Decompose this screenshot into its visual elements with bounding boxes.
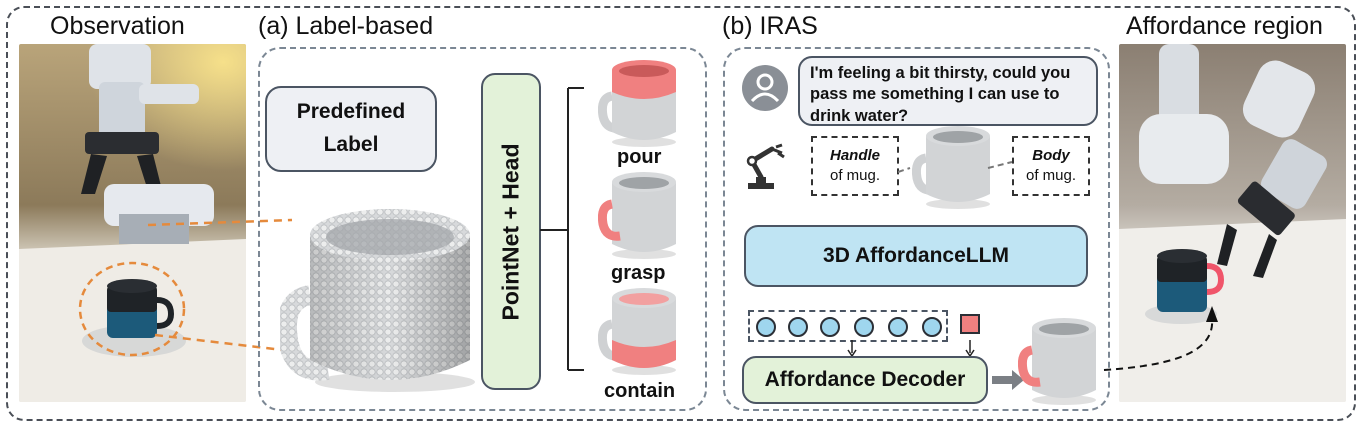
heading-affordance-region: Affordance region <box>1126 12 1323 40</box>
token <box>888 317 908 337</box>
user-query-text: I'm feeling a bit thirsty, could you pas… <box>810 64 1071 125</box>
part-body-name: Body <box>1032 146 1070 164</box>
mug-result <box>1017 314 1102 406</box>
predefined-label-box: Predefined Label <box>265 86 437 172</box>
token <box>820 317 840 337</box>
robot-arm-icon <box>742 143 796 191</box>
label-based-panel <box>258 47 707 411</box>
decoder-output-arrow <box>992 370 1024 390</box>
part-body-box: Body of mug. <box>1012 136 1090 196</box>
heading-label-based: (a) Label-based <box>258 12 434 40</box>
mug-grasp <box>597 168 682 260</box>
heading-iras: (b) IRAS <box>722 12 818 40</box>
affordance-label-grasp: grasp <box>611 262 666 284</box>
token <box>854 317 874 337</box>
predefined-label-text: Predefined Label <box>296 100 406 156</box>
mug-query <box>910 124 1000 210</box>
token <box>922 317 942 337</box>
part-connector-lines <box>898 161 1013 173</box>
affordance-llm-text: 3D AffordanceLLM <box>823 244 1009 267</box>
observation-photo <box>19 44 246 402</box>
part-handle-name: Handle <box>829 146 880 164</box>
token-row <box>748 310 948 342</box>
mug-pour <box>597 56 682 148</box>
part-body-suffix: of mug. <box>1025 167 1077 184</box>
branch-bracket <box>540 87 584 371</box>
affordance-llm-box: 3D AffordanceLLM <box>744 225 1088 287</box>
seg-token <box>960 314 980 334</box>
part-handle-suffix: of mug. <box>829 167 881 184</box>
mug-contain <box>597 284 682 376</box>
user-query-bubble: I'm feeling a bit thirsty, could you pas… <box>798 56 1098 126</box>
affordance-label-contain: contain <box>604 380 676 402</box>
affordance-decoder-box: Affordance Decoder <box>742 356 988 404</box>
token <box>756 317 776 337</box>
part-handle-box: Handle of mug. <box>811 136 899 196</box>
affordance-decoder-text: Affordance Decoder <box>764 368 966 391</box>
iras-panel <box>723 47 1110 411</box>
user-avatar-icon <box>741 64 789 112</box>
heading-observation: Observation <box>50 12 185 40</box>
token <box>788 317 808 337</box>
affordance-region-photo <box>1119 44 1346 402</box>
affordance-label-pour: pour <box>617 146 662 168</box>
pointnet-head-box: PointNet + Head <box>481 73 541 390</box>
large-mug-pointcloud <box>277 200 480 400</box>
outer-frame <box>6 6 1356 421</box>
